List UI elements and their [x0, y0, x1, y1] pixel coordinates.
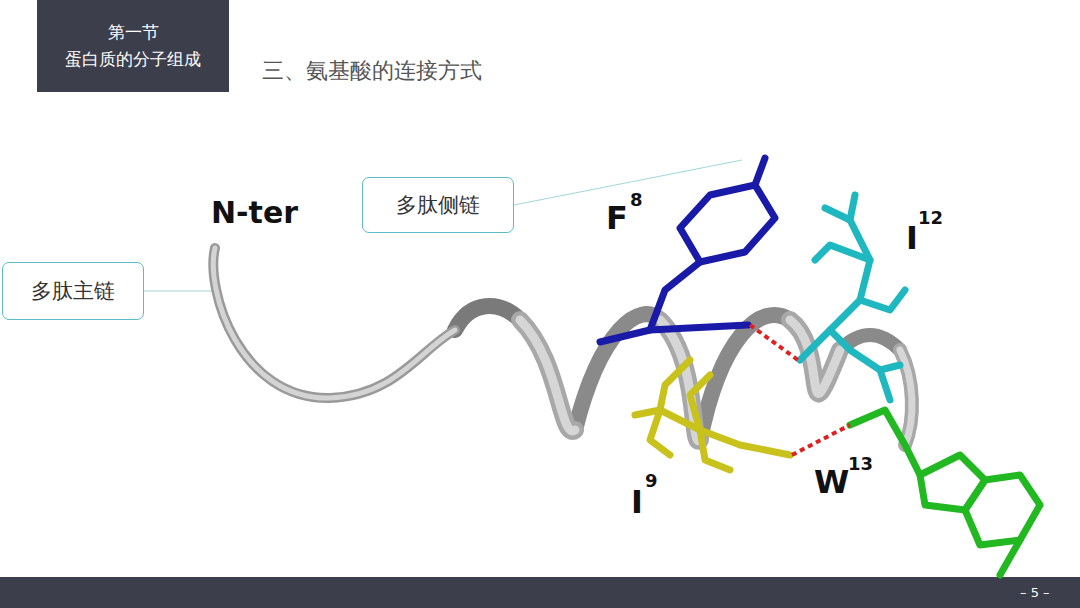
ile-side-chain [800, 195, 905, 400]
page-number: – 5 – [1020, 586, 1050, 599]
terminus-label: N-ter [211, 198, 298, 228]
residue-number: 8 [630, 191, 643, 209]
phe-side-chain [600, 158, 775, 342]
trp-side-chain [850, 410, 1040, 575]
residue-number: 12 [918, 209, 943, 227]
section-panel [37, 0, 229, 92]
residue-label: I [906, 222, 918, 254]
slide-title: 三、氨基酸的连接方式 [262, 56, 482, 86]
callout-box: 多肽侧链 [362, 177, 514, 233]
box-text: 蛋白质的分子组成 [65, 46, 201, 73]
ile-side-chain [635, 360, 790, 470]
residue-label: W [814, 466, 849, 498]
leader-line [144, 291, 214, 292]
callout-box: 多肽主链 [2, 262, 144, 320]
box-heading: 多肽主链 [31, 277, 115, 305]
residue-label: F [606, 202, 628, 234]
residue-number: 9 [645, 472, 658, 490]
box-heading: 第一节 [108, 19, 159, 46]
section-box: 第一节蛋白质的分子组成 [37, 0, 229, 92]
footer-bar [0, 577, 1080, 608]
residue-label: I [631, 486, 643, 518]
residue-number: 13 [848, 455, 873, 473]
box-heading: 多肽侧链 [396, 191, 480, 219]
